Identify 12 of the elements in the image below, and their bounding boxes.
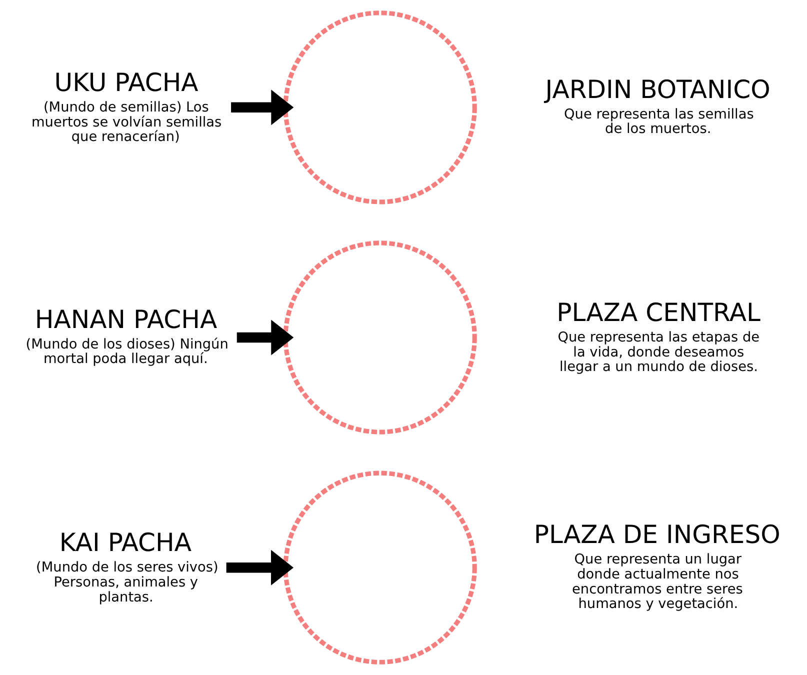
node-circle (282, 240, 476, 434)
arrow (230, 90, 294, 126)
node-circle (282, 470, 476, 664)
arrow (226, 550, 294, 586)
node-circle (282, 10, 476, 204)
arrow (236, 320, 294, 356)
node-text: KAI PACHA (Mundo de los seres vivos) Personas, animales y plantas. (36, 528, 218, 606)
node-text: HANAN PACHA (Mundo de los dioses) Ningún mortal poda llegar aquí. (25, 304, 228, 368)
node-text: PLAZA CENTRAL Que representa las etapas de la vida, donde deseamos llegar a un mundo de dioses. (556, 298, 760, 376)
node-text: JARDIN BOTANICO Que representa las semillas de los muertos. (544, 74, 770, 138)
node-text: UKU PACHA (Mundo de semillas) Los muertos se volvían semillas que renacerían) (31, 68, 222, 146)
node-text: PLAZA DE INGRESO Que representa un lugar donde actualmente nos encontramos entre seres humanos y vegetación. (533, 520, 780, 612)
